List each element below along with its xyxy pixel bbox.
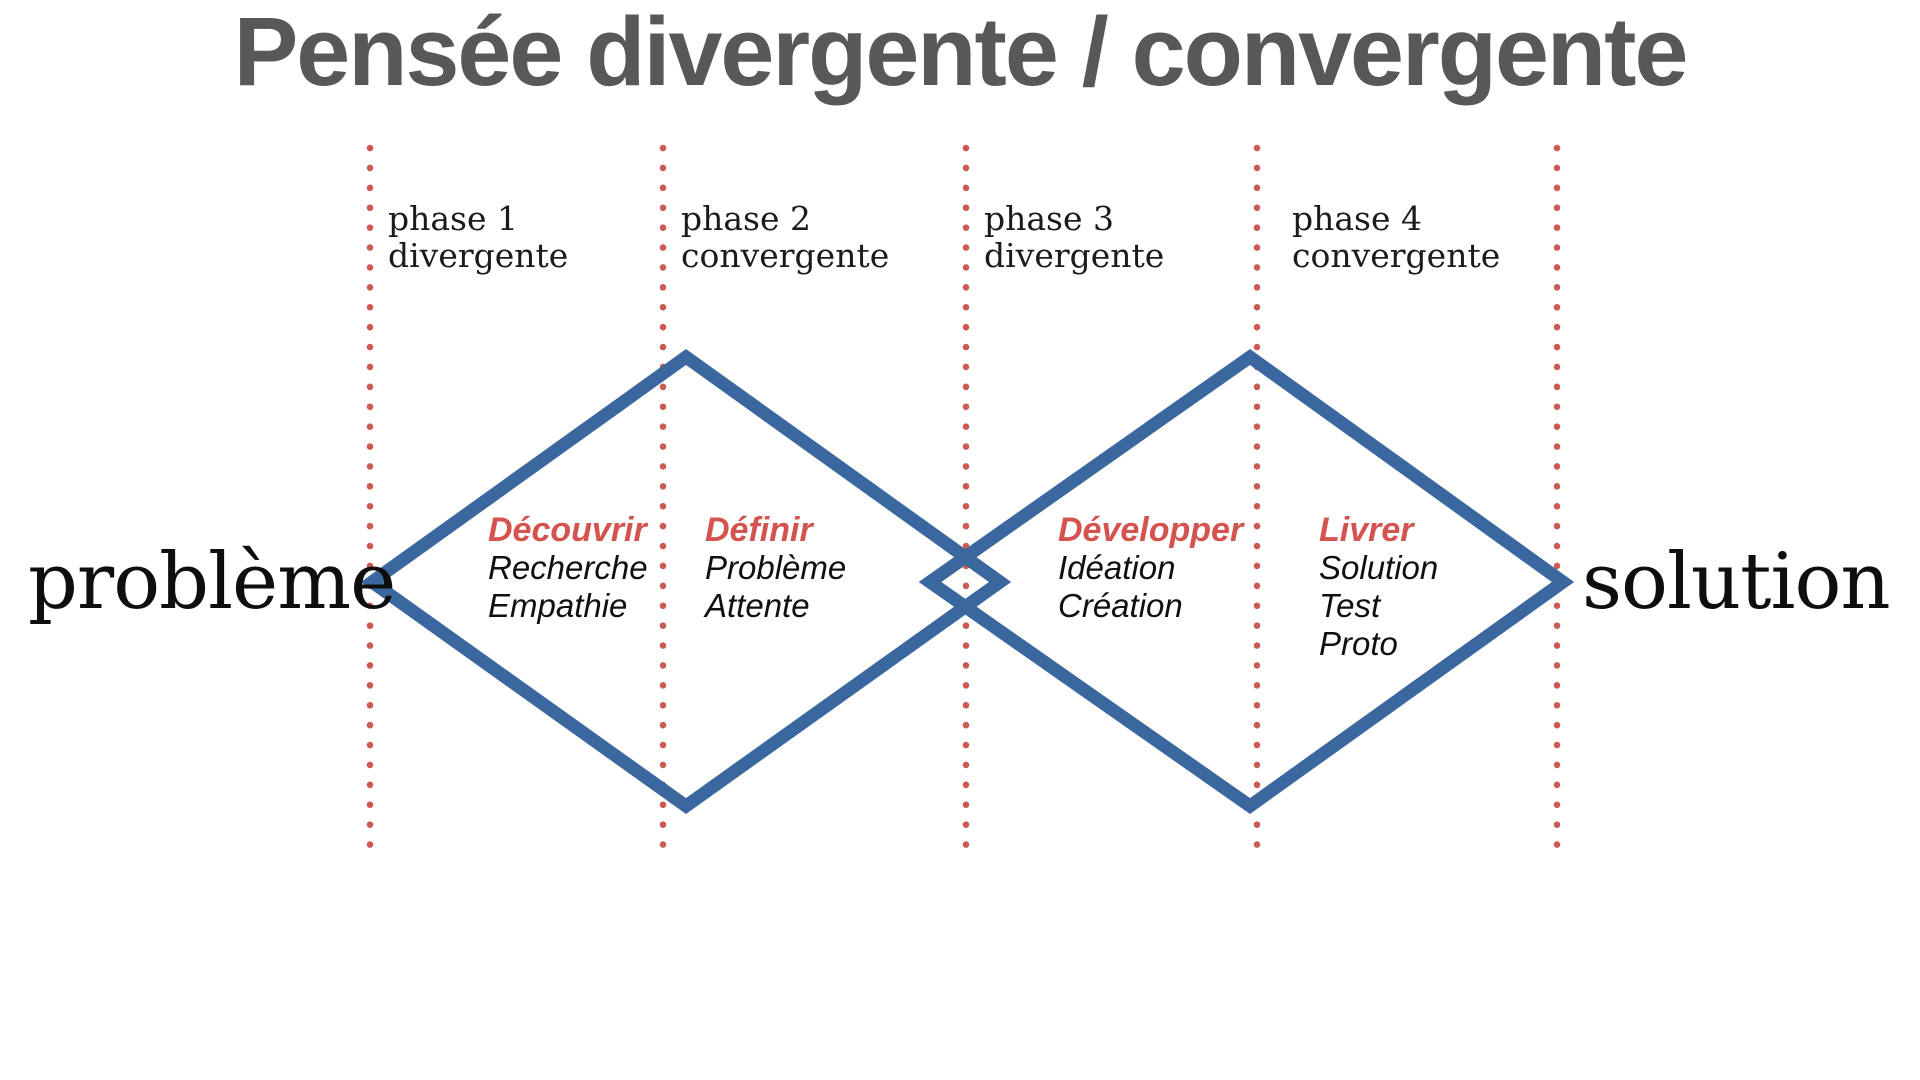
stage-discover-heading: Découvrir (488, 511, 647, 549)
stage-develop-heading: Développer (1058, 511, 1244, 549)
problem-label: problème (28, 537, 396, 627)
diamond-1-outline (360, 349, 1012, 814)
stage-develop-item: Idéation (1058, 549, 1176, 586)
solution-label: solution (1582, 537, 1891, 627)
phase-4-label: phase 4 convergente (1292, 200, 1500, 274)
stage-develop-item: Création (1058, 587, 1183, 624)
stage-deliver: Livrer Solution Test Proto (1319, 511, 1438, 663)
page-title: Pensée divergente / convergente (233, 0, 1689, 106)
phase-4-name: phase 4 (1292, 199, 1423, 238)
phase-3-label: phase 3 divergente (984, 200, 1164, 274)
stage-define: Définir Problème Attente (705, 511, 846, 625)
phase-1-name: phase 1 (388, 199, 519, 238)
stage-define-item: Attente (705, 587, 810, 624)
diamond-2-outline (918, 349, 1575, 814)
phase-3-name: phase 3 (984, 199, 1115, 238)
stage-discover: Découvrir Recherche Empathie (488, 511, 648, 625)
phase-2-label: phase 2 convergente (681, 200, 889, 274)
stage-define-heading: Définir (705, 511, 813, 549)
phase-3-type: divergente (984, 236, 1165, 275)
stage-discover-item: Recherche (488, 549, 648, 586)
stage-deliver-heading: Livrer (1319, 511, 1414, 549)
phase-2-name: phase 2 (681, 199, 812, 238)
phase-2-type: convergente (681, 236, 890, 275)
phase-4-type: convergente (1292, 236, 1501, 275)
phase-1-label: phase 1 divergente (388, 200, 568, 274)
stage-define-item: Problème (705, 549, 847, 586)
stage-deliver-item: Solution (1319, 549, 1439, 586)
stage-develop: Développer Idéation Création (1058, 511, 1243, 625)
phase-1-type: divergente (388, 236, 569, 275)
stage-deliver-item: Proto (1319, 625, 1398, 662)
stage-discover-item: Empathie (488, 587, 628, 624)
stage-deliver-item: Test (1319, 587, 1381, 624)
